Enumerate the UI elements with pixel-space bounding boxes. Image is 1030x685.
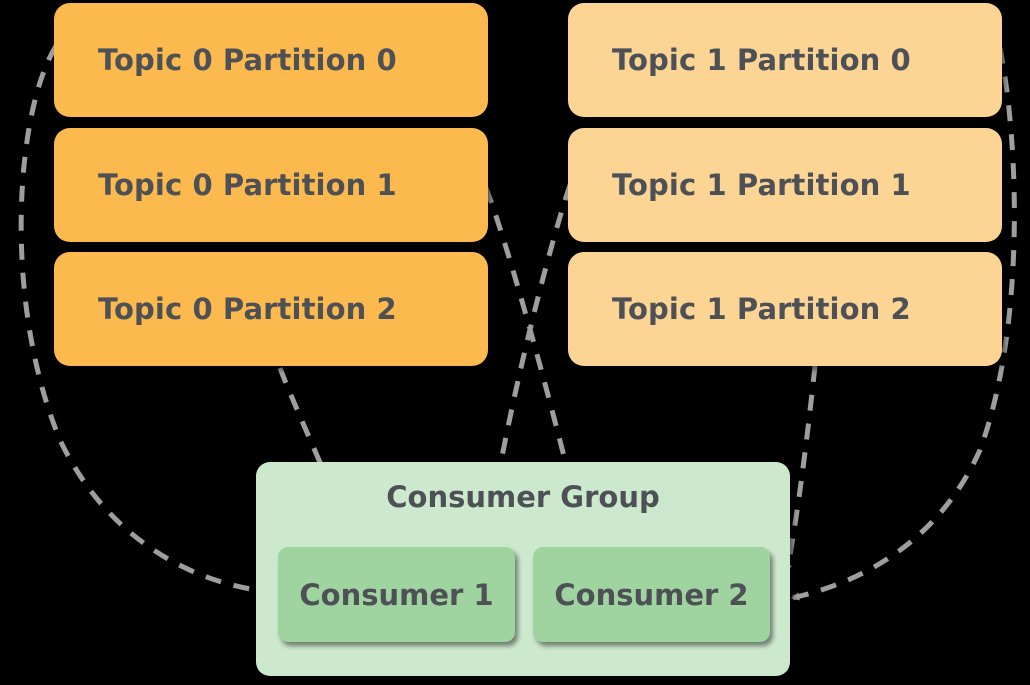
partition-label: Topic 0 Partition 2 [98, 292, 397, 326]
partition-topic0-partition2[interactable]: Topic 0 Partition 2 [54, 252, 488, 366]
partition-topic0-partition0[interactable]: Topic 0 Partition 0 [54, 3, 488, 117]
partition-label: Topic 1 Partition 2 [612, 292, 911, 326]
partition-topic0-partition1[interactable]: Topic 0 Partition 1 [54, 128, 488, 242]
partition-label: Topic 1 Partition 0 [612, 43, 911, 77]
consumer-group-title: Consumer Group [386, 480, 660, 514]
partition-topic1-partition1[interactable]: Topic 1 Partition 1 [568, 128, 1002, 242]
arrow-t1p2-to-consumer2 [784, 365, 818, 574]
consumer-label: Consumer 1 [299, 577, 494, 612]
partition-label: Topic 0 Partition 0 [98, 43, 397, 77]
partition-label: Topic 0 Partition 1 [98, 168, 397, 202]
partition-topic1-partition0[interactable]: Topic 1 Partition 0 [568, 3, 1002, 117]
consumer-2-box[interactable]: Consumer 2 [533, 547, 770, 642]
partition-topic1-partition2[interactable]: Topic 1 Partition 2 [568, 252, 1002, 366]
consumer-label: Consumer 2 [554, 577, 749, 612]
consumer-1-box[interactable]: Consumer 1 [278, 547, 515, 642]
partition-label: Topic 1 Partition 1 [612, 168, 911, 202]
